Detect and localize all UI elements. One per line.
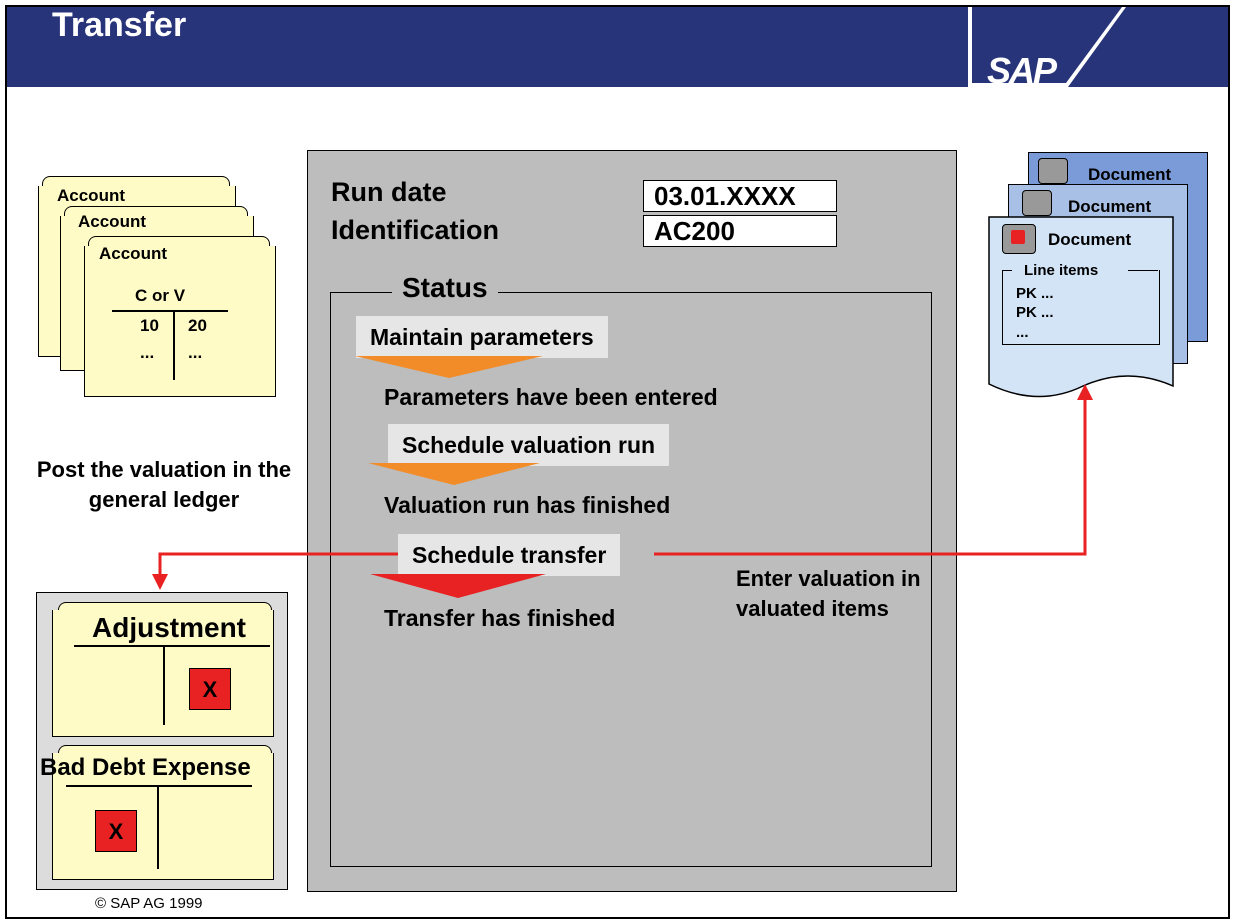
t-account-line: [173, 310, 175, 380]
line-items-border: [1002, 270, 1012, 271]
step-maintain-parameters[interactable]: Maintain parameters: [356, 316, 608, 358]
folder-tab: [88, 236, 270, 249]
folder-tab: [42, 176, 230, 189]
post-valuation-note: Post the valuation in the general ledger: [36, 457, 292, 512]
left-more: ...: [140, 343, 155, 362]
line-items-box: [1002, 270, 1160, 345]
enter-valuation-note: Enter valuation in valuated items: [736, 566, 921, 621]
copyright-footer: © SAP AG 1999: [95, 895, 203, 912]
account-label-front: Account: [99, 244, 167, 263]
document-front-shape: [988, 216, 1174, 398]
document-label-front: Document: [1048, 230, 1132, 249]
orange-arrow-icon: [355, 356, 543, 378]
slide-title: Transfer: [52, 6, 187, 44]
slide-frame: [5, 5, 1230, 919]
adjustment-title: Adjustment: [92, 612, 246, 643]
folder-tab: [58, 745, 272, 756]
line-items-border: [1128, 270, 1158, 271]
bad-debt-title: Bad Debt Expense: [40, 754, 251, 781]
account-label-middle: Account: [78, 212, 146, 231]
printer-icon: [1022, 190, 1052, 216]
folder-tab: [64, 206, 248, 219]
adjustment-x-mark: X: [189, 668, 231, 710]
t-account-line: [112, 310, 228, 312]
identification-label: Identification: [331, 215, 499, 245]
step-result-parameters: Parameters have been entered: [384, 384, 718, 410]
step-schedule-transfer[interactable]: Schedule transfer: [398, 534, 621, 576]
left-value: 10: [140, 316, 159, 335]
step-schedule-valuation-run[interactable]: Schedule valuation run: [388, 424, 670, 466]
column-header: C or V: [135, 286, 186, 305]
line-item: PK ...: [1016, 285, 1054, 302]
identification-field[interactable]: AC200: [643, 215, 837, 247]
t-account-line: [157, 785, 159, 869]
printer-light: [1011, 230, 1025, 244]
printer-icon: [1038, 158, 1068, 184]
t-account-line: [74, 645, 270, 647]
sap-logo-text: SAP: [987, 50, 1057, 91]
run-date-label: Run date: [331, 177, 447, 207]
folder-tab: [58, 602, 272, 613]
account-folder-front: [84, 246, 276, 397]
run-date-field[interactable]: 03.01.XXXX: [643, 180, 837, 212]
right-more: ...: [188, 343, 203, 362]
line-item: PK ...: [1016, 304, 1054, 321]
step-result-transfer: Transfer has finished: [384, 605, 616, 631]
step-result-valuation-run: Valuation run has finished: [384, 492, 671, 518]
line-item: ...: [1016, 324, 1029, 341]
orange-arrow-icon: [368, 463, 540, 485]
t-account-line: [66, 785, 252, 787]
red-arrow-icon: [370, 574, 546, 598]
sap-logo-icon: [968, 7, 1126, 87]
status-label: Status: [392, 272, 498, 304]
document-label-back: Document: [1088, 165, 1172, 184]
status-box: [330, 292, 932, 867]
right-value: 20: [188, 316, 207, 335]
bad-debt-account: [52, 753, 274, 880]
bad-debt-x-mark: X: [95, 810, 137, 852]
document-label-middle: Document: [1068, 197, 1152, 216]
account-label-back: Account: [57, 186, 125, 205]
line-items-label: Line items: [1024, 262, 1099, 279]
t-account-line: [163, 645, 165, 725]
